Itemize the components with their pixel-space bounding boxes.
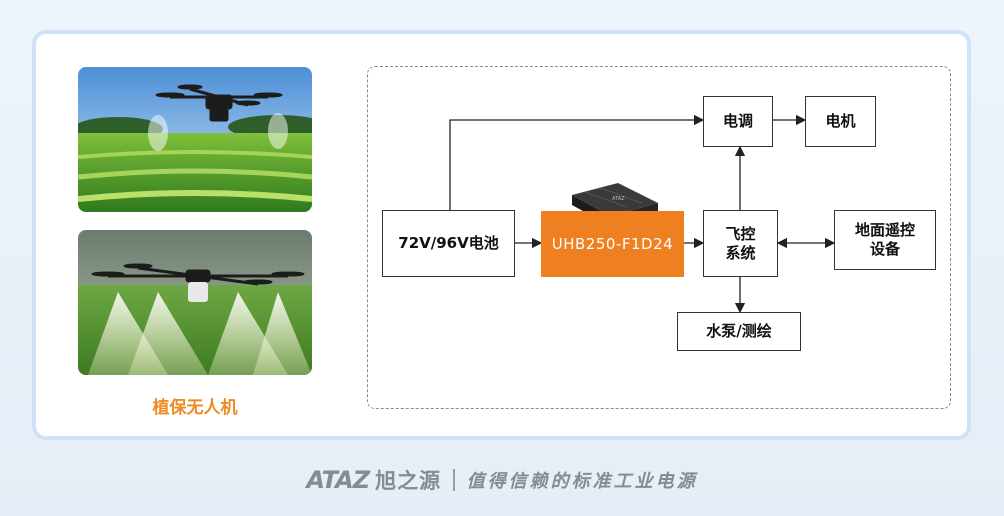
flight-control-node: 飞控 系统 [703,210,778,277]
dc-module-label: UHB250-F1D24 [551,234,674,253]
ground-control-node: 地面遥控 设备 [834,210,936,270]
footer: ATAZ 旭之源 值得信赖的标准工业电源 [0,462,1004,498]
pump-mapping-node: 水泵/测绘 [677,312,801,351]
brand-name: 旭之源 [375,469,442,493]
dc-module-node: UHB250-F1D24 [541,211,684,277]
motor-node: 电机 [805,96,876,147]
esc-node: 电调 [703,96,773,147]
drone-caption: 植保无人机 [152,398,238,418]
arrow-battery-to-esc [449,114,705,210]
battery-node: 72V/96V电池 [382,210,515,277]
ataz-logo: ATAZ [306,466,370,494]
slogan: 值得信赖的标准工业电源 [466,471,698,492]
svg-text:ATAZ: ATAZ [612,196,625,202]
footer-divider [453,469,455,491]
drone-tea-field-image [78,67,312,212]
system-diagram-frame [367,66,951,409]
drone-rice-field-image [78,230,312,375]
